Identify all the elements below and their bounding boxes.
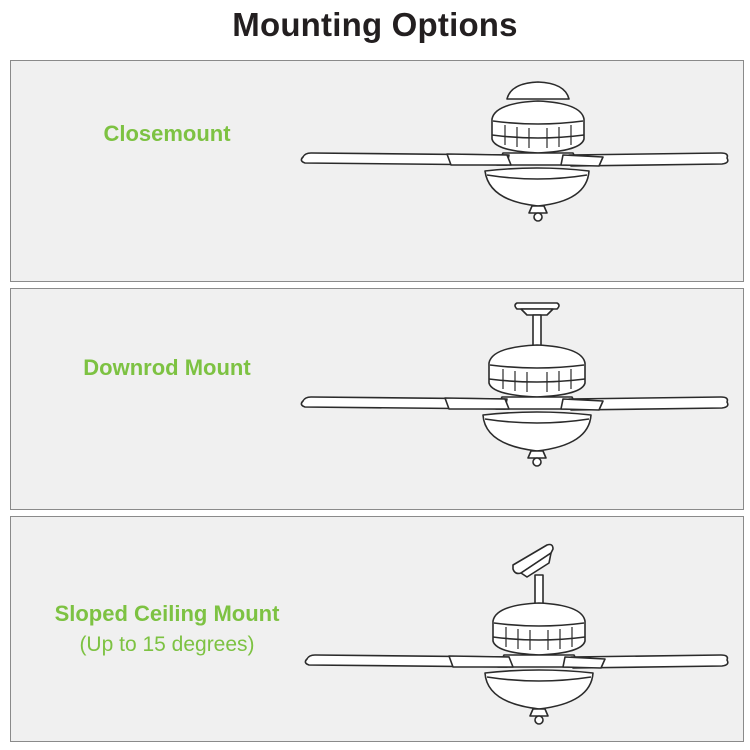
right-blade bbox=[568, 152, 729, 167]
finial bbox=[527, 450, 547, 459]
page-title: Mounting Options bbox=[232, 6, 518, 43]
downrod bbox=[532, 314, 542, 350]
panel-downrod-mount: Downrod Mount bbox=[10, 288, 744, 510]
closemount-label: Closemount bbox=[103, 121, 231, 146]
finial bbox=[529, 708, 549, 717]
right-blade bbox=[570, 654, 729, 669]
light-bowl bbox=[484, 167, 590, 207]
sloped-ceiling-mount-label: Sloped Ceiling Mount bbox=[54, 601, 280, 626]
light-bowl bbox=[482, 411, 592, 452]
downrod-fan-illustration bbox=[300, 302, 729, 467]
canopy bbox=[506, 81, 570, 100]
panel-sloped-ceiling-mount: Sloped Ceiling Mount (Up to 15 degrees) bbox=[10, 516, 744, 742]
right-blade bbox=[568, 396, 729, 411]
downrod-mount-label: Downrod Mount bbox=[83, 355, 251, 380]
panel-closemount: Closemount bbox=[10, 60, 744, 282]
motor-housing bbox=[492, 602, 586, 656]
motor-housing bbox=[488, 344, 586, 398]
motor-housing bbox=[491, 100, 585, 154]
finial bbox=[528, 205, 548, 214]
sloped-ceiling-fan-illustration bbox=[304, 543, 729, 725]
closemount-fan-illustration bbox=[300, 81, 729, 222]
light-bowl bbox=[484, 669, 594, 710]
canopy bbox=[514, 302, 560, 310]
sloped-ceiling-mount-sublabel: (Up to 15 degrees) bbox=[79, 633, 255, 656]
